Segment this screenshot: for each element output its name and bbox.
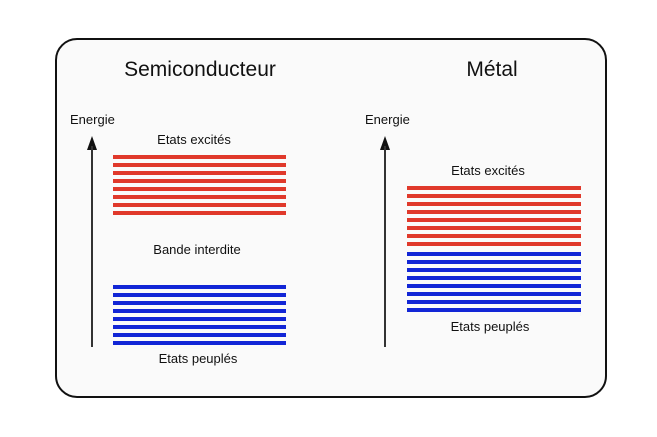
metal-populated-label: Etats peuplés (450, 319, 530, 334)
semiconductor-energy-arrowhead-icon (87, 136, 97, 150)
excited-state-line (407, 242, 581, 246)
excited-state-line (113, 155, 286, 159)
populated-state-line (113, 333, 286, 337)
populated-state-line (113, 317, 286, 321)
populated-state-line (113, 341, 286, 345)
metal-title: Métal (466, 58, 518, 81)
populated-state-line (407, 292, 581, 296)
populated-state-line (113, 285, 286, 289)
excited-state-line (113, 187, 286, 191)
populated-state-line (407, 308, 581, 312)
semiconductor-excited-band (113, 155, 286, 215)
excited-state-line (407, 186, 581, 190)
metal-excited-label: Etats excités (451, 163, 525, 178)
populated-state-line (113, 301, 286, 305)
excited-state-line (113, 195, 286, 199)
metal-excited-band (407, 186, 581, 246)
excited-state-line (113, 179, 286, 183)
populated-state-line (407, 300, 581, 304)
excited-state-line (113, 163, 286, 167)
semiconductor-populated-band (113, 285, 286, 345)
populated-state-line (113, 325, 286, 329)
populated-state-line (407, 276, 581, 280)
excited-state-line (113, 211, 286, 215)
metal-energy-label: Energie (365, 112, 410, 127)
excited-state-line (113, 171, 286, 175)
semiconductor-gap-label: Bande interdite (153, 242, 241, 257)
metal-energy-arrowhead-icon (380, 136, 390, 150)
populated-state-line (113, 309, 286, 313)
excited-state-line (407, 210, 581, 214)
metal-energy-axis (384, 146, 386, 347)
semiconductor-title: Semiconducteur (124, 58, 276, 81)
populated-state-line (407, 284, 581, 288)
excited-state-line (407, 234, 581, 238)
semiconductor-energy-axis (91, 146, 93, 347)
metal-populated-band (407, 252, 581, 312)
semiconductor-populated-label: Etats peuplés (158, 351, 238, 366)
populated-state-line (407, 268, 581, 272)
populated-state-line (113, 293, 286, 297)
semiconductor-excited-label: Etats excités (157, 132, 231, 147)
excited-state-line (407, 194, 581, 198)
excited-state-line (407, 218, 581, 222)
excited-state-line (407, 202, 581, 206)
populated-state-line (407, 260, 581, 264)
populated-state-line (407, 252, 581, 256)
semiconductor-energy-label: Energie (70, 112, 115, 127)
excited-state-line (407, 226, 581, 230)
excited-state-line (113, 203, 286, 207)
